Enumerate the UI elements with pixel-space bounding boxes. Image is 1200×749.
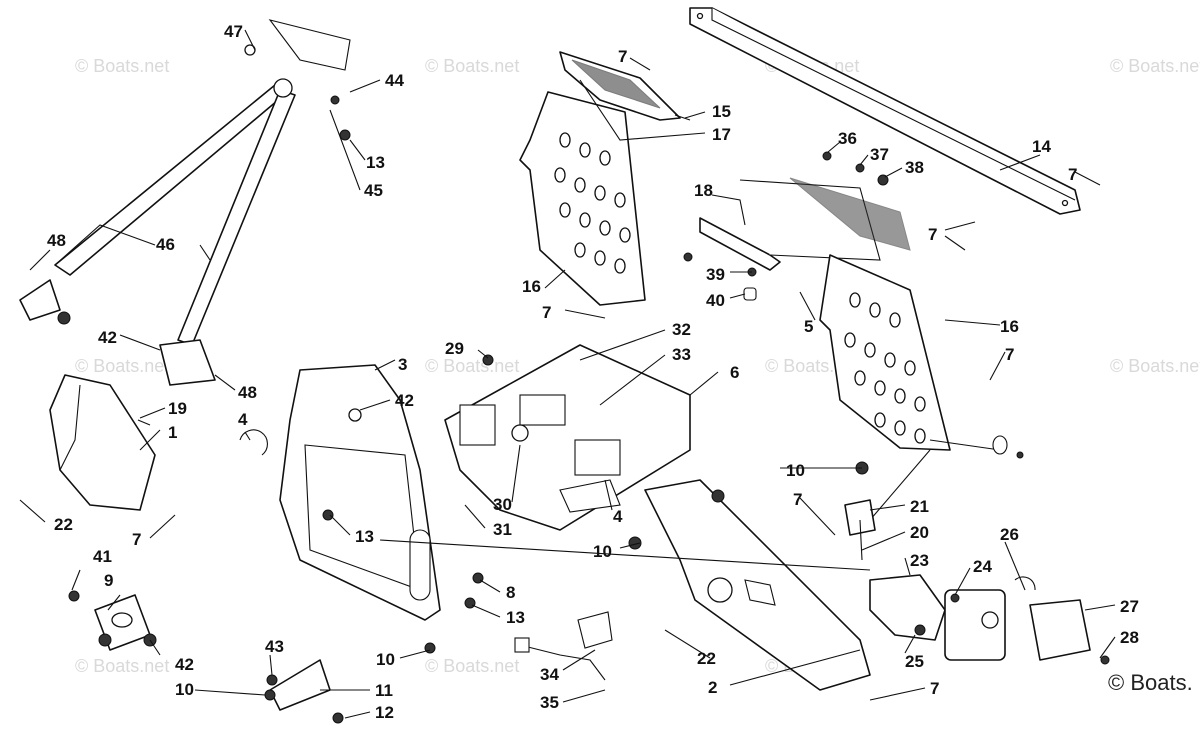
callout-13: 13	[506, 608, 525, 627]
callout-labels: 47 44 13 45 48 46 42 48 19 1 22 7 3 42 4…	[47, 22, 1139, 722]
callout-32: 32	[672, 320, 691, 339]
callout-7: 7	[1005, 345, 1014, 364]
callout-16: 16	[1000, 317, 1019, 336]
callout-22: 22	[697, 649, 716, 668]
callout-38: 38	[905, 158, 924, 177]
callout-41: 41	[93, 547, 112, 566]
callout-42: 42	[175, 655, 194, 674]
callout-2: 2	[708, 678, 717, 697]
callout-42: 42	[395, 391, 414, 410]
callout-7: 7	[542, 303, 551, 322]
callout-16: 16	[522, 277, 541, 296]
bracket-21-part	[844, 461, 876, 561]
watermark-text: © Boats.net	[425, 656, 519, 676]
electrical-tray-part	[444, 344, 691, 531]
tie-rods-part	[54, 19, 351, 346]
callout-12: 12	[375, 703, 394, 722]
mesh-plate-top-part	[559, 51, 681, 121]
callout-9: 9	[104, 571, 113, 590]
panel-holes	[554, 132, 631, 274]
callout-40: 40	[706, 291, 725, 310]
watermark-text: © Boats.net	[75, 656, 169, 676]
callout-35: 35	[540, 693, 559, 712]
callout-37: 37	[870, 145, 889, 164]
callout-18: 18	[694, 181, 713, 200]
dash-bracket-part	[49, 374, 156, 511]
callout-25: 25	[905, 652, 924, 671]
callout-3: 3	[398, 355, 407, 374]
watermark-text: © Boats.net	[1110, 56, 1200, 76]
callout-22: 22	[54, 515, 73, 534]
callout-42: 42	[98, 328, 117, 347]
callout-24: 24	[973, 557, 992, 576]
wire-harness-part	[514, 611, 613, 681]
watermark-text: © Boats.net	[75, 356, 169, 376]
side-panel-right-part	[819, 254, 1008, 521]
callout-47: 47	[224, 22, 243, 41]
callout-4: 4	[238, 410, 248, 429]
callout-13: 13	[366, 153, 385, 172]
callout-30: 30	[493, 495, 512, 514]
callout-1: 1	[168, 423, 177, 442]
callout-17: 17	[712, 125, 731, 144]
watermark-text: © Boats.net	[75, 56, 169, 76]
callout-15: 15	[712, 102, 731, 121]
bracket-18-part	[699, 177, 911, 271]
callout-36: 36	[838, 129, 857, 148]
callout-10: 10	[593, 542, 612, 561]
small-brackets-part	[19, 279, 216, 386]
actuator-assembly-part	[869, 574, 1110, 665]
callout-7: 7	[930, 679, 939, 698]
callout-8: 8	[506, 583, 515, 602]
callout-43: 43	[265, 637, 284, 656]
leader-lines	[19, 29, 1116, 719]
callout-20: 20	[910, 523, 929, 542]
callout-46: 46	[156, 235, 175, 254]
watermark-text: © Boats.net	[425, 356, 519, 376]
callout-13: 13	[355, 527, 374, 546]
callout-5: 5	[804, 317, 813, 336]
callout-7: 7	[132, 530, 141, 549]
callout-7: 7	[928, 225, 937, 244]
callout-14: 14	[1032, 137, 1051, 156]
callout-31: 31	[493, 520, 512, 539]
watermark-text: © Boats.net	[1110, 356, 1200, 376]
link-plates-part	[94, 594, 331, 711]
callout-11: 11	[375, 681, 393, 700]
watermark-corner-text: © Boats.	[1108, 670, 1193, 695]
callout-6: 6	[730, 363, 739, 382]
callout-4: 4	[613, 507, 623, 526]
callout-45: 45	[364, 181, 383, 200]
panel-holes	[844, 292, 926, 444]
parts-layer	[19, 7, 1110, 724]
callout-23: 23	[910, 551, 929, 570]
callout-44: 44	[385, 71, 404, 90]
callout-7: 7	[1068, 165, 1077, 184]
callout-48: 48	[47, 231, 66, 250]
callout-21: 21	[910, 497, 929, 516]
main-frame-plate-part	[279, 364, 441, 621]
callout-19: 19	[168, 399, 187, 418]
callout-34: 34	[540, 665, 559, 684]
callout-28: 28	[1120, 628, 1139, 647]
callout-29: 29	[445, 339, 464, 358]
side-panel-left-part	[519, 91, 646, 306]
lower-frame-plate-part	[644, 479, 871, 691]
callout-7: 7	[618, 47, 627, 66]
callout-10: 10	[376, 650, 395, 669]
callout-48: 48	[238, 383, 257, 402]
callout-33: 33	[672, 345, 691, 364]
callout-39: 39	[706, 265, 725, 284]
callout-27: 27	[1120, 597, 1139, 616]
callout-26: 26	[1000, 525, 1019, 544]
watermark-text: © Boats.net	[425, 56, 519, 76]
callout-7: 7	[793, 490, 802, 509]
frame-rail-part	[689, 7, 1081, 215]
callout-10: 10	[175, 680, 194, 699]
callout-10: 10	[786, 461, 805, 480]
